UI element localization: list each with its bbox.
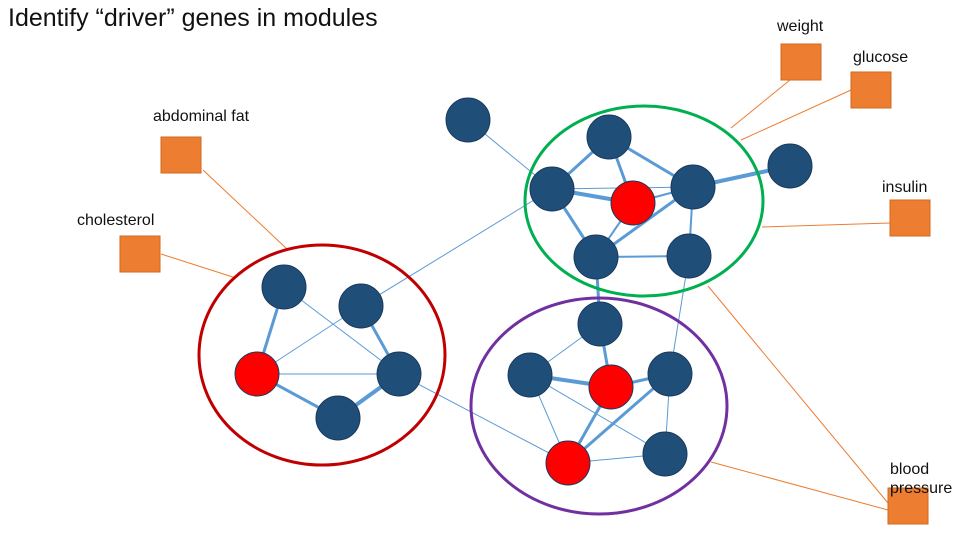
- gene-node: [315, 395, 361, 441]
- module-ellipse-purple: [469, 296, 729, 516]
- trait-label-insulin: insulin: [882, 179, 928, 196]
- trait-box-cholesterol: [119, 235, 161, 273]
- driver-gene-node: [610, 180, 656, 226]
- trait-connection-line: [740, 89, 852, 141]
- gene-node: [586, 114, 632, 160]
- gene-edge: [567, 372, 671, 465]
- trait-box-blood-pressure: [887, 487, 929, 525]
- trait-connection-line: [160, 253, 237, 279]
- gene-node: [529, 166, 575, 212]
- gene-node: [376, 351, 422, 397]
- trait-label-weight: weight: [777, 18, 824, 35]
- slide-title: Identify “driver” genes in modules: [8, 4, 378, 32]
- driver-gene-node: [545, 440, 591, 486]
- trait-connection-line: [710, 461, 889, 511]
- trait-box-insulin: [889, 199, 931, 237]
- gene-node: [666, 233, 712, 279]
- gene-edge: [283, 286, 400, 375]
- driver-gene-node: [234, 351, 280, 397]
- gene-edge: [529, 374, 666, 455]
- trait-label-abdominal-fat: abdominal fat: [153, 108, 250, 125]
- trait-label-blood-pressure: blood pressure: [890, 461, 953, 497]
- gene-node: [647, 351, 693, 397]
- gene-node: [767, 143, 813, 189]
- driver-gene-node: [588, 364, 634, 410]
- gene-node: [338, 283, 384, 329]
- trait-label-glucose: glucose: [853, 49, 909, 66]
- trait-connection-line: [202, 169, 288, 250]
- trait-box-weight: [780, 43, 822, 81]
- module-ellipse-green: [523, 104, 765, 298]
- gene-node: [573, 234, 619, 280]
- gene-edge: [360, 188, 553, 307]
- gene-node: [642, 431, 688, 477]
- trait-label-cholesterol: cholesterol: [77, 212, 155, 229]
- trait-box-abdominal-fat: [160, 136, 202, 174]
- trait-connection-line: [761, 222, 891, 228]
- gene-node: [261, 264, 307, 310]
- gene-node: [445, 97, 491, 143]
- gene-node: [577, 301, 623, 347]
- gene-edge: [398, 373, 569, 464]
- gene-node: [670, 164, 716, 210]
- trait-connection-line: [707, 285, 889, 504]
- trait-box-glucose: [850, 71, 892, 109]
- trait-connection-line: [730, 79, 791, 129]
- module-ellipse-red: [197, 243, 447, 467]
- gene-node: [507, 352, 553, 398]
